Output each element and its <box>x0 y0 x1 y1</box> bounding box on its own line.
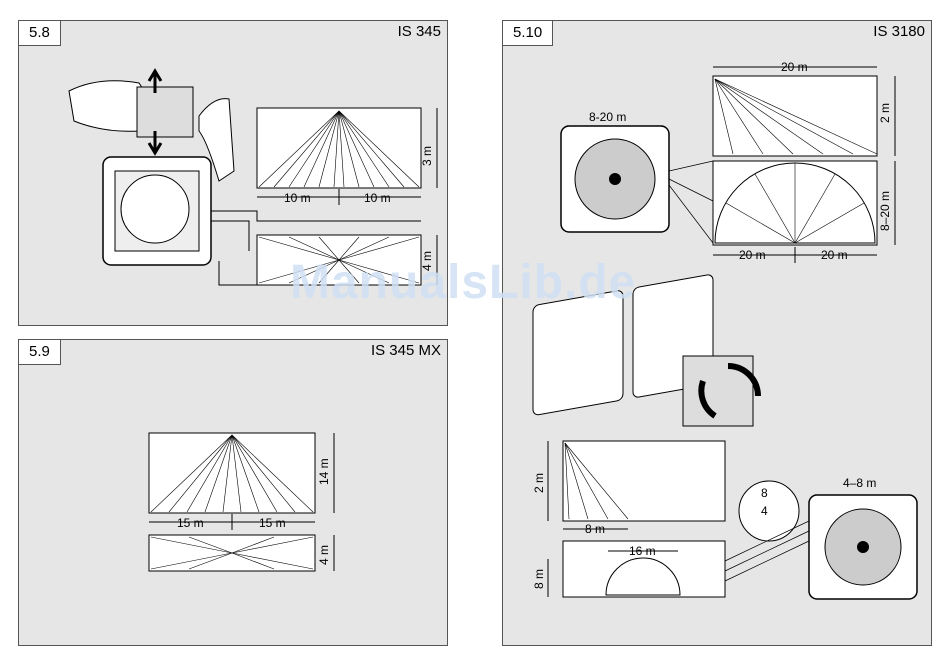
dim-height: 3 m <box>420 146 434 166</box>
dim-depth: 4 m <box>420 251 434 271</box>
dim-left: 20 m <box>739 248 766 262</box>
panel-5-8: 5.8 IS 345 10 m 10 m 3 m <box>18 20 448 326</box>
dim-depth: 4 m <box>317 545 331 565</box>
dim-right: 20 m <box>821 248 848 262</box>
dim-range-top: 8-20 m <box>589 110 626 124</box>
dim-range-small: 4–8 m <box>843 476 876 490</box>
dim-height-small: 2 m <box>532 473 546 493</box>
panel-5-10: 5.10 IS 3180 8-20 m 20 m 2 m 8–20 m 20 m… <box>502 20 932 646</box>
panel-5-9: 5.9 IS 345 MX 15 m 15 m 14 m 4 m <box>18 339 448 646</box>
dim-depth-small: 8 m <box>532 569 546 589</box>
dim-height: 14 m <box>317 458 331 485</box>
figure-5-8-drawing: 10 m 10 m 3 m 4 m <box>19 21 449 327</box>
dim-side: 8–20 m <box>878 191 892 231</box>
figure-5-10-drawing: 8-20 m 20 m 2 m 8–20 m 20 m 20 m <box>503 21 933 647</box>
dim-span-small: 16 m <box>629 544 656 558</box>
scale-high: 8 <box>761 486 768 500</box>
dim-width-top: 20 m <box>781 60 808 74</box>
dim-left: 15 m <box>177 516 204 530</box>
figure-5-9-drawing: 15 m 15 m 14 m 4 m <box>19 340 449 647</box>
dim-right: 15 m <box>259 516 286 530</box>
dim-right: 10 m <box>364 191 391 205</box>
dim-height-top: 2 m <box>878 103 892 123</box>
scale-low: 4 <box>761 504 768 518</box>
dim-left: 10 m <box>284 191 311 205</box>
dim-width-small: 8 m <box>585 522 605 536</box>
